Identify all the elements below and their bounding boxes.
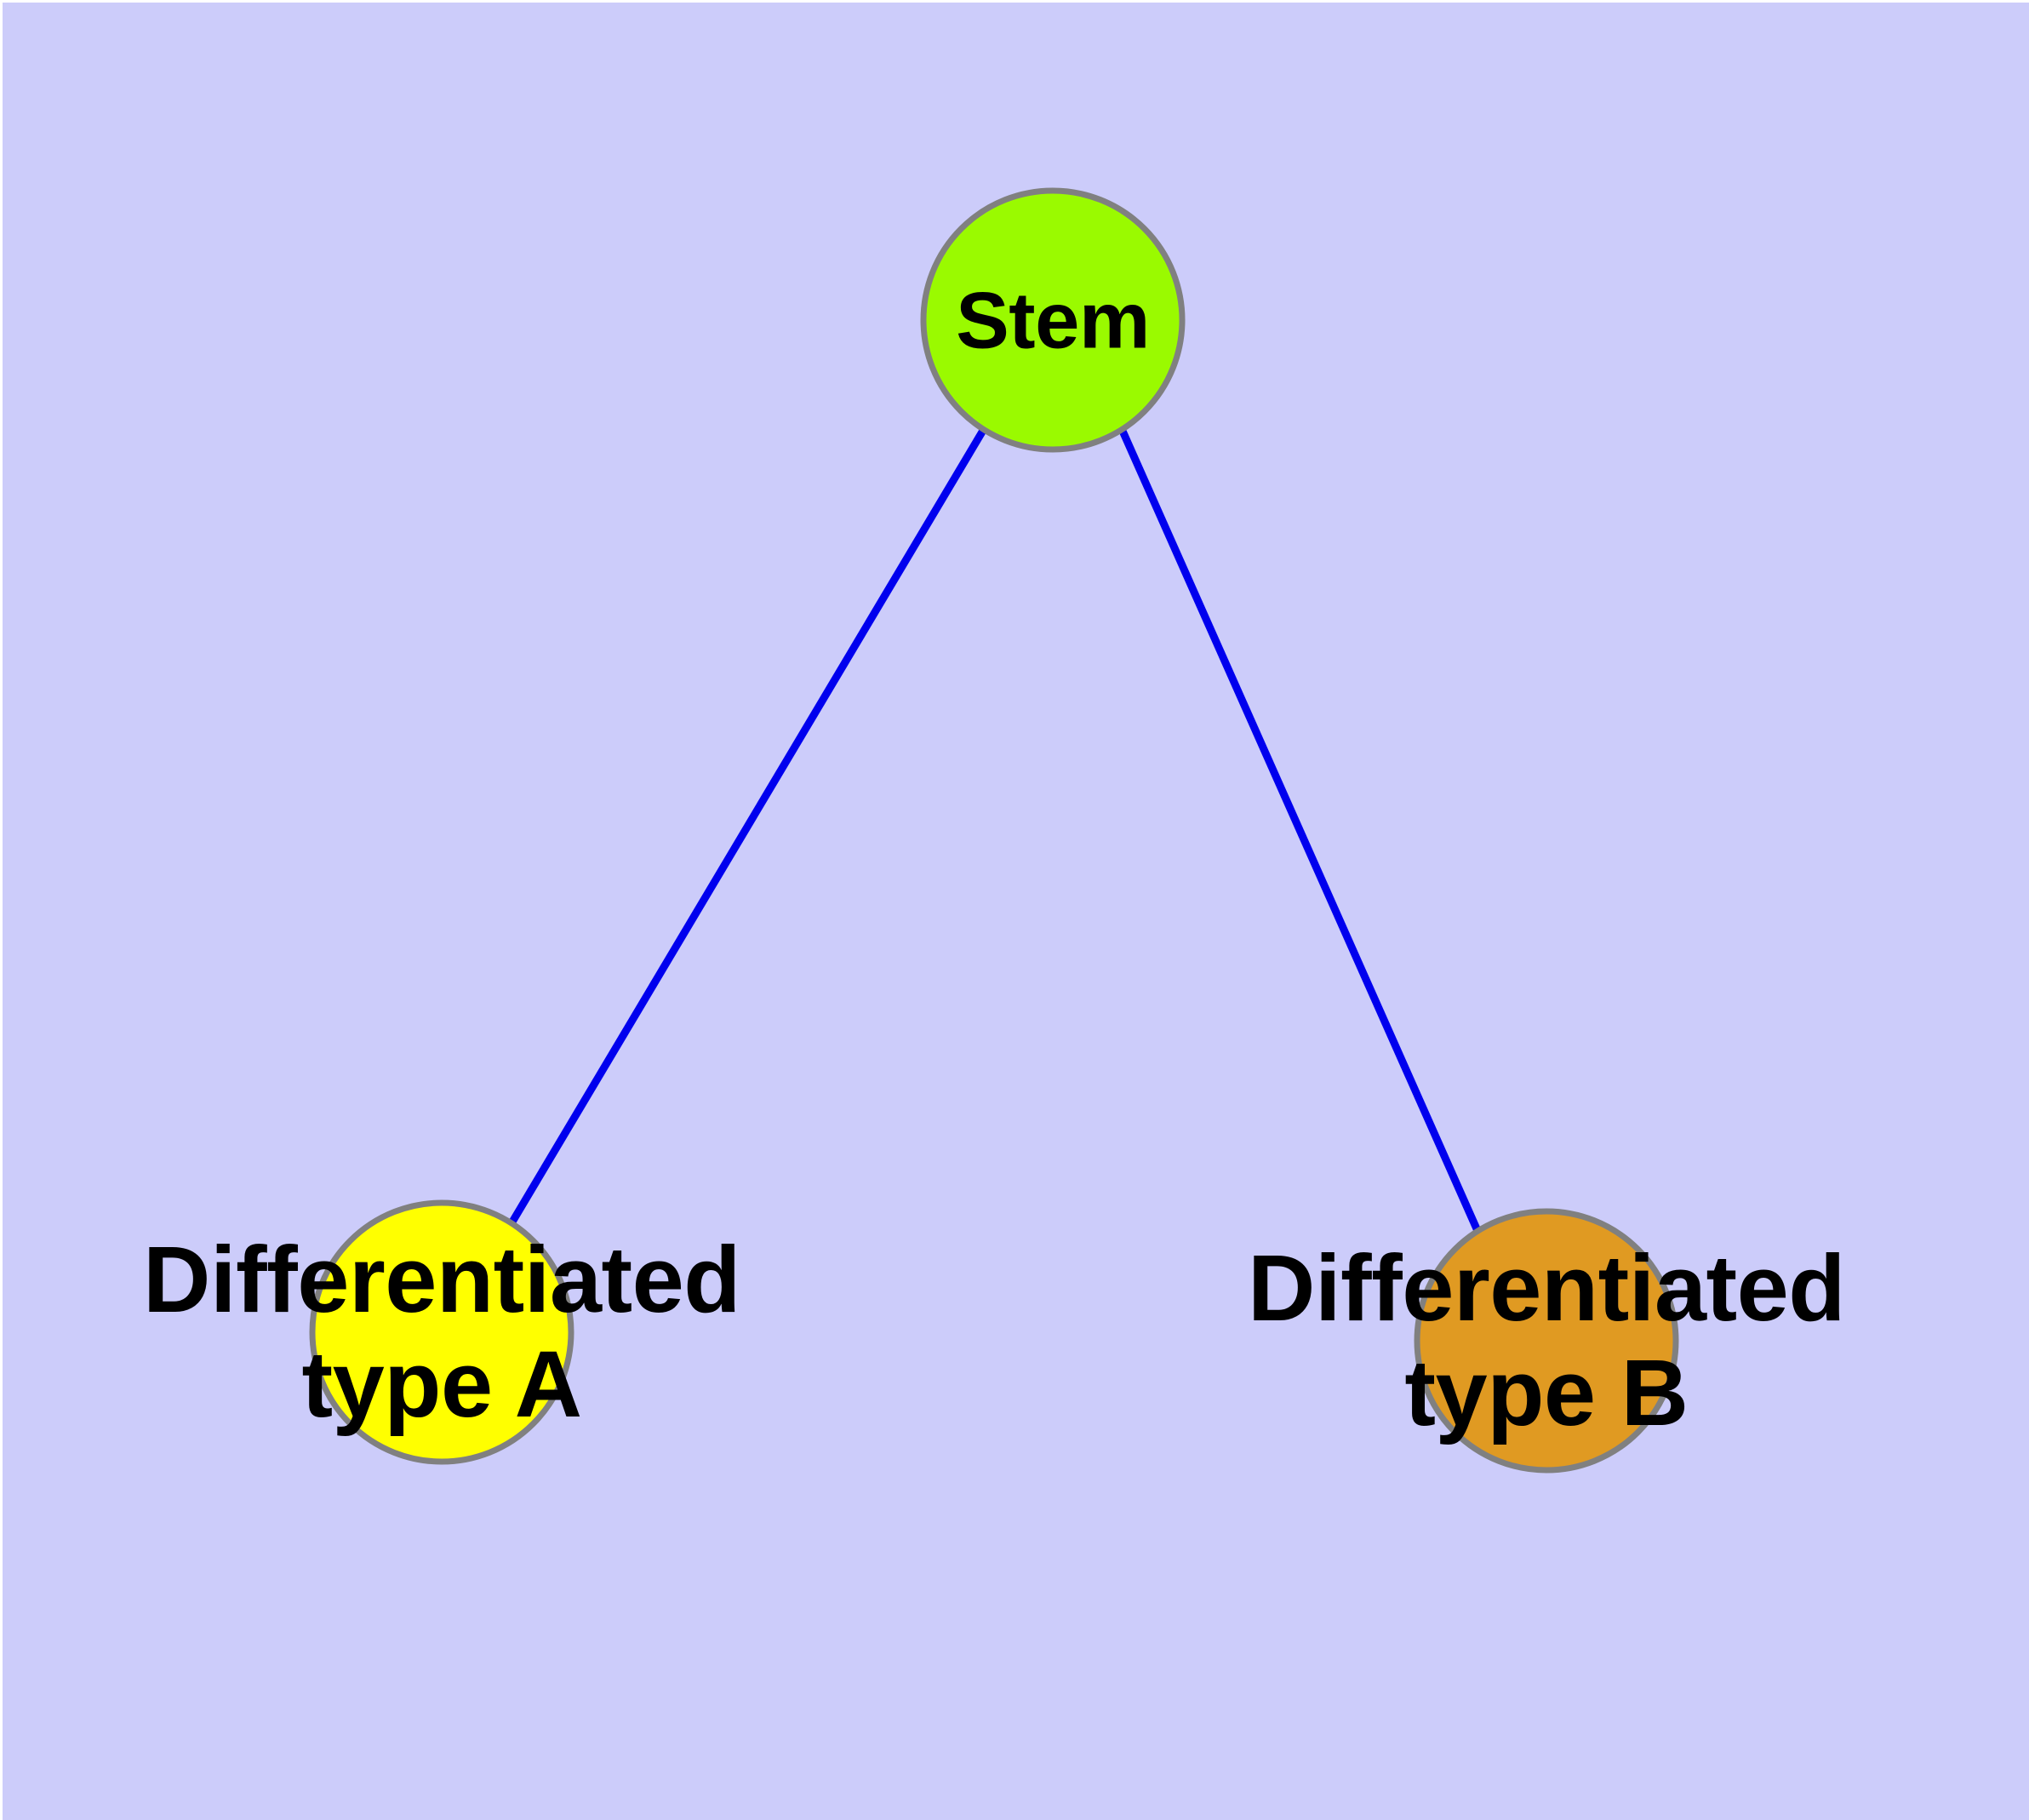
node-diff_b[interactable] bbox=[1414, 1208, 1679, 1474]
edge-stem-diff_a[interactable] bbox=[508, 426, 987, 1226]
nodes-group bbox=[309, 187, 1679, 1474]
edge-stem-diff_b[interactable] bbox=[1117, 427, 1483, 1234]
node-stem[interactable] bbox=[920, 187, 1186, 453]
edges-group bbox=[508, 426, 1483, 1234]
node-diff_a[interactable] bbox=[309, 1199, 574, 1465]
